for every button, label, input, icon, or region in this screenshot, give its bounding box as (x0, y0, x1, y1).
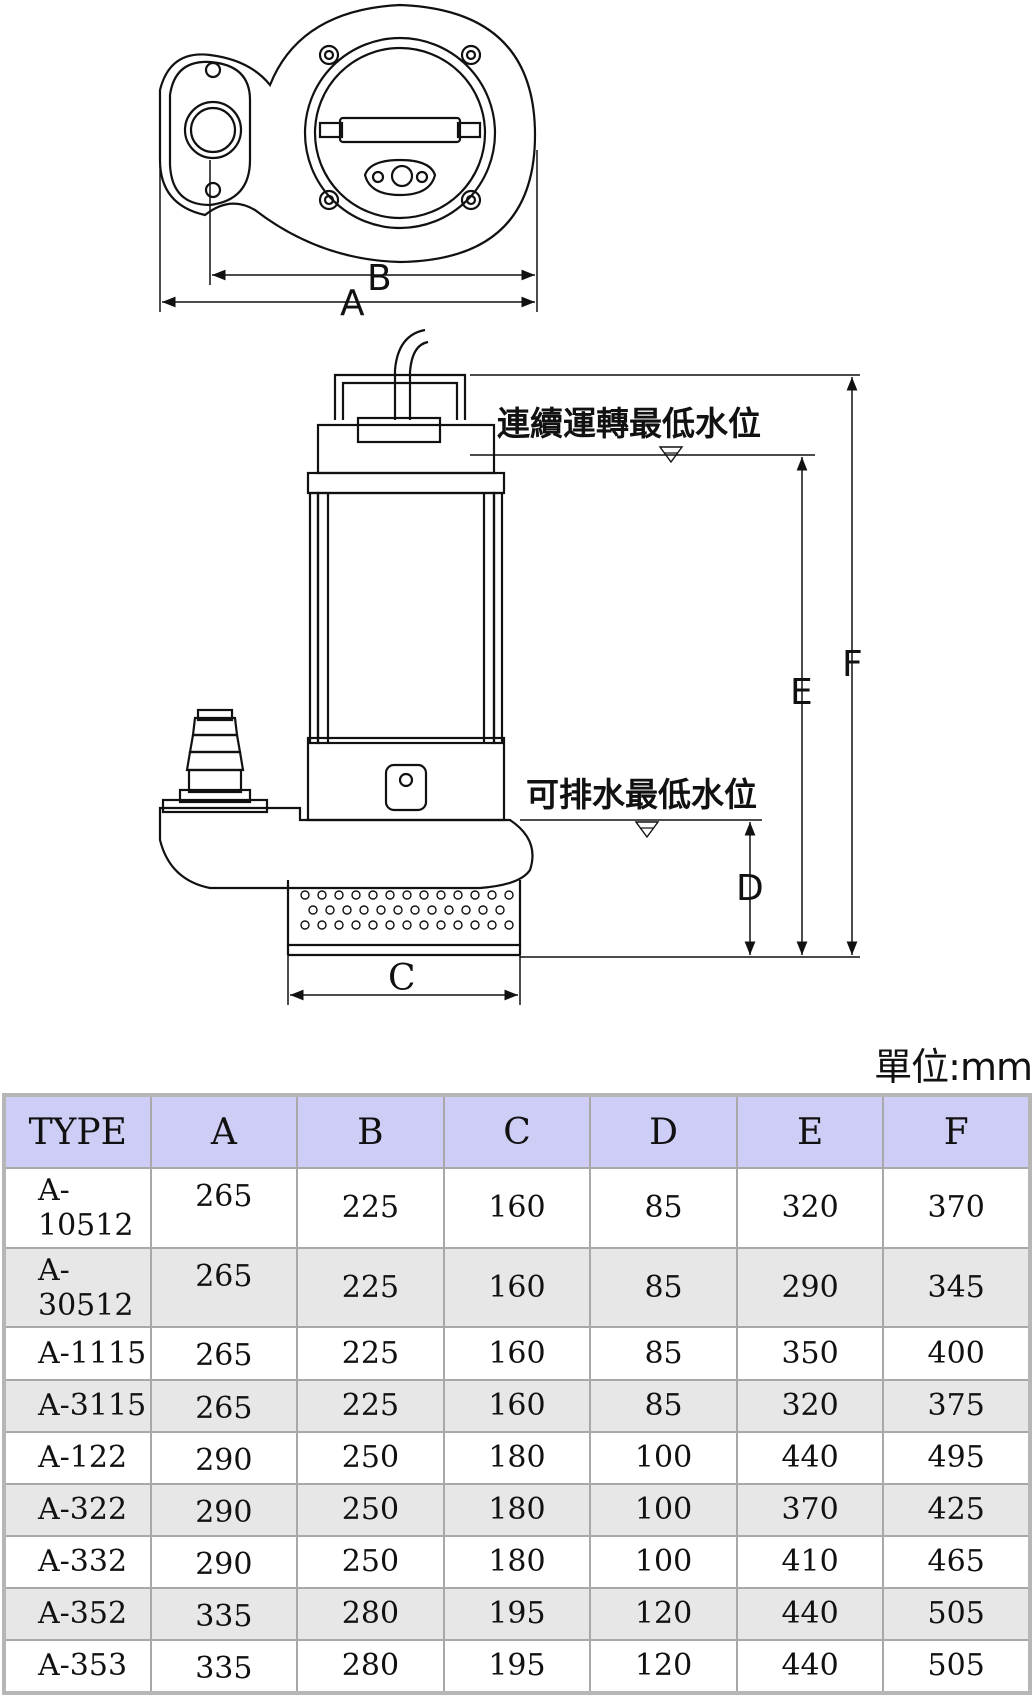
dimension-cell: 160 (442, 1326, 592, 1381)
drainable-min-water-level-label: 可排水最低水位 (526, 775, 757, 814)
column-header-f: F (882, 1094, 1031, 1169)
column-header-c: C (442, 1094, 592, 1169)
dim-label-b: B (367, 258, 392, 299)
dimension-cell: 345 (882, 1246, 1031, 1329)
dimension-cell: 85 (589, 1326, 738, 1381)
dimension-cell: 505 (882, 1638, 1031, 1695)
continuous-min-water-level-label: 連續運轉最低水位 (497, 404, 761, 443)
type-cell: A-10512 (3, 1167, 152, 1249)
dimension-cell: 100 (589, 1534, 738, 1589)
dimension-cell: 495 (882, 1430, 1031, 1485)
dimension-cell: 320 (735, 1167, 885, 1249)
dimension-cell: 440 (735, 1586, 885, 1641)
dimension-cell: 250 (296, 1430, 445, 1485)
dim-label-e: E (790, 672, 813, 713)
dimension-cell: 180 (442, 1534, 592, 1589)
dimension-cell: 250 (296, 1482, 445, 1537)
type-cell: A-3115 (3, 1378, 152, 1433)
pump-dimension-drawing: B A C D E F 連續運轉最低水位 可排水最低水位 (158, 3, 863, 1005)
dimension-cell: 375 (882, 1378, 1031, 1433)
dimension-cell: 100 (589, 1482, 738, 1537)
dimension-cell: 350 (735, 1326, 885, 1381)
dimension-cell: 180 (442, 1482, 592, 1537)
dimension-cell: 290 (149, 1534, 299, 1589)
dimension-cell: 160 (442, 1246, 592, 1329)
dimension-cell: 225 (296, 1167, 445, 1249)
column-header-d: D (589, 1094, 738, 1169)
column-header-a: A (149, 1094, 299, 1169)
pump-top-view (158, 3, 538, 312)
dimension-cell: 100 (589, 1430, 738, 1485)
dimension-cell: 180 (442, 1430, 592, 1485)
type-cell: A-30512 (3, 1246, 152, 1329)
dimension-cell: 225 (296, 1326, 445, 1381)
dimension-cell: 160 (442, 1378, 592, 1433)
column-header-b: B (296, 1094, 445, 1169)
dimension-cell: 370 (735, 1482, 885, 1537)
dimension-cell: 85 (589, 1378, 738, 1433)
dimension-cell: 120 (589, 1638, 738, 1695)
dimension-cell: 265 (149, 1167, 299, 1249)
column-header-type: TYPE (3, 1094, 152, 1169)
type-cell: A-352 (3, 1586, 152, 1641)
dimension-cell: 290 (149, 1430, 299, 1485)
dimension-cell: 225 (296, 1378, 445, 1433)
dimension-cell: 410 (735, 1534, 885, 1589)
dimension-cell: 335 (149, 1586, 299, 1641)
dimension-cell: 280 (296, 1638, 445, 1695)
dimension-cell: 440 (735, 1638, 885, 1695)
dim-label-a: A (340, 283, 365, 324)
dimension-cell: 120 (589, 1586, 738, 1641)
dimension-cell: 425 (882, 1482, 1031, 1537)
type-cell: A-122 (3, 1430, 152, 1485)
dimension-cell: 225 (296, 1246, 445, 1329)
dimension-cell: 505 (882, 1586, 1031, 1641)
column-header-e: E (735, 1094, 885, 1169)
dimension-cell: 265 (149, 1246, 299, 1329)
type-cell: A-353 (3, 1638, 152, 1695)
dimension-cell: 195 (442, 1638, 592, 1695)
dimension-cell: 465 (882, 1534, 1031, 1589)
dim-label-c: C (388, 958, 416, 999)
type-cell: A-1115 (3, 1326, 152, 1381)
dimension-cell: 335 (149, 1638, 299, 1695)
type-cell: A-322 (3, 1482, 152, 1537)
dimension-cell: 85 (589, 1246, 738, 1329)
dimension-cell: 280 (296, 1586, 445, 1641)
dimension-cell: 400 (882, 1326, 1031, 1381)
dimension-cell: 320 (735, 1378, 885, 1433)
dimension-cell: 265 (149, 1326, 299, 1381)
dimension-cell: 265 (149, 1378, 299, 1433)
dim-label-f: F (842, 644, 863, 685)
dimension-cell: 250 (296, 1534, 445, 1589)
dim-label-d: D (736, 868, 764, 909)
pump-side-view (158, 328, 860, 1005)
dimension-cell: 290 (735, 1246, 885, 1329)
dimension-cell: 160 (442, 1167, 592, 1249)
dimension-cell: 85 (589, 1167, 738, 1249)
dimension-cell: 290 (149, 1482, 299, 1537)
dimension-cell: 195 (442, 1586, 592, 1641)
dimension-cell: 370 (882, 1167, 1031, 1249)
unit-label: 單位:mm (874, 1045, 1033, 1089)
type-cell: A-332 (3, 1534, 152, 1589)
dimension-cell: 440 (735, 1430, 885, 1485)
